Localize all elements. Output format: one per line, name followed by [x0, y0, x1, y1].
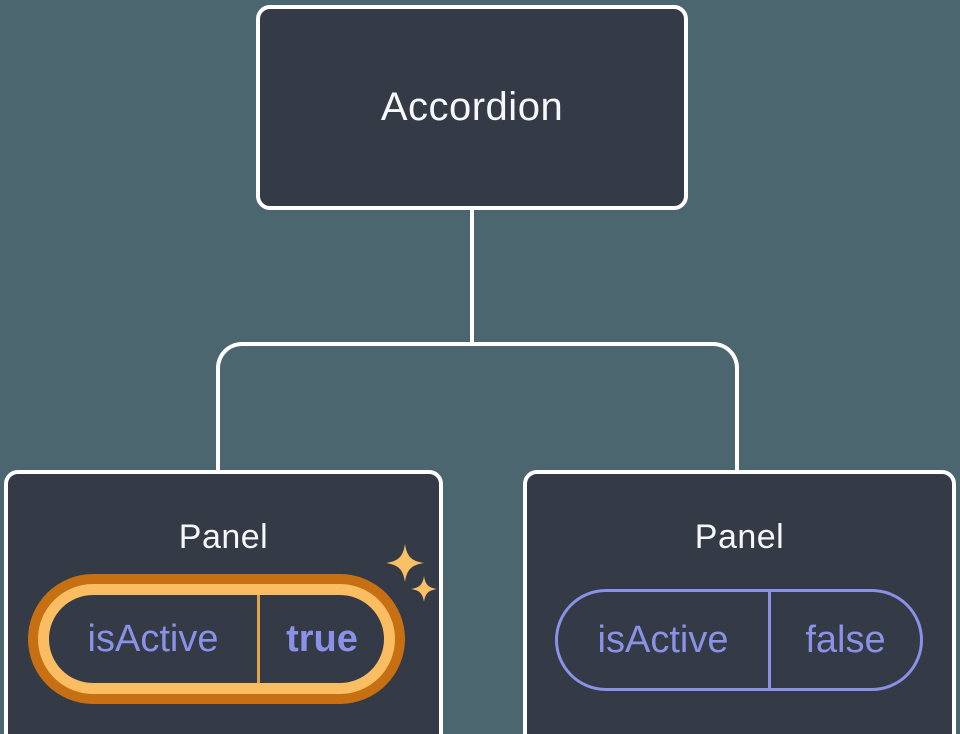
state-prop-label: isActive	[87, 617, 219, 660]
panel-node-active: Panel isActive true	[4, 470, 443, 734]
connector-stem	[470, 208, 474, 344]
sparkle-icon	[411, 576, 437, 602]
sparkle-icon	[386, 544, 424, 582]
pill-divider	[768, 592, 771, 688]
panel-title: Panel	[178, 518, 269, 556]
accordion-node-label: Accordion	[380, 85, 564, 129]
pill-divider	[257, 595, 260, 683]
connector-bracket	[216, 342, 739, 472]
state-pill-inactive: isActive false	[555, 589, 923, 691]
accordion-node: Accordion	[256, 5, 688, 210]
panel-node-inactive: Panel isActive false	[523, 470, 956, 734]
state-prop-label: isActive	[597, 618, 729, 661]
state-pill-active: isActive true	[38, 584, 395, 694]
panel-title: Panel	[694, 518, 785, 556]
state-value: false	[805, 618, 886, 661]
state-value: true	[286, 617, 358, 660]
